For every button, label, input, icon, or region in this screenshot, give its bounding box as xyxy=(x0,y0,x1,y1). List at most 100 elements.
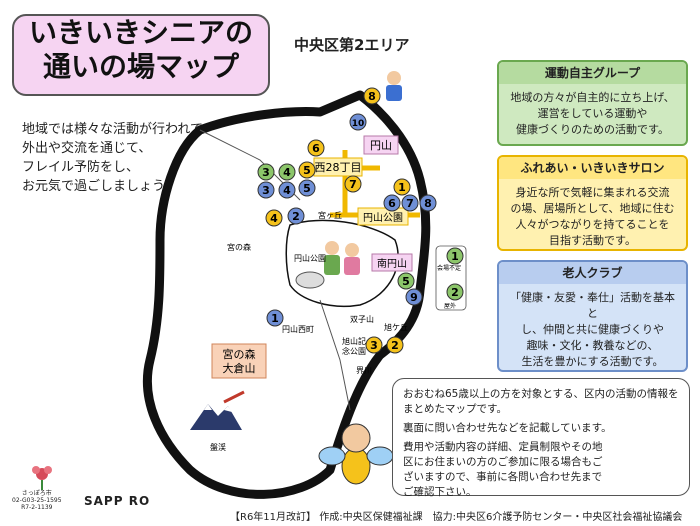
marker-number: 4 xyxy=(270,212,278,225)
city-flower-logo xyxy=(32,466,52,490)
marker-number: 6 xyxy=(388,197,396,210)
category-desc: 地域の方々が自主的に立ち上げ、 xyxy=(510,91,675,104)
marker-salon xyxy=(307,139,325,157)
marker-exercise xyxy=(397,272,415,290)
marker-salon xyxy=(386,336,404,354)
category-title: 運動自主グループ xyxy=(499,62,686,84)
category-desc: 身近な所で気軽に集まれる交流 xyxy=(515,186,670,199)
marker-club xyxy=(298,179,316,197)
category-title: ふれあい・いきいきサロン xyxy=(499,157,686,179)
place-futagoyama: 双子山 xyxy=(350,314,374,324)
category-desc: 健康づくりのための活動です。 xyxy=(516,123,669,136)
marker-number: 1 xyxy=(451,250,459,263)
marker-number: 10 xyxy=(352,119,365,129)
seal-icon xyxy=(295,271,325,289)
marker-number: 8 xyxy=(368,90,376,103)
place-asahiyama: 念公園 xyxy=(342,346,366,356)
marker-exercise xyxy=(257,163,275,181)
bee-mascot-icon xyxy=(318,423,394,485)
title-box: いきいきシニアの 通いの場マップ xyxy=(12,14,270,96)
category-desc: 目指す活動です。 xyxy=(549,234,636,247)
category-desc: 趣味・文化・教養などの、 xyxy=(526,339,659,352)
legend-side-box xyxy=(435,245,467,311)
contact-info: さっぽろ市 02-G03-25-1595 R7-2-1139 xyxy=(12,490,62,511)
footer-credits: 【R6年11月改訂】 作成:中央区保健福祉課 協力:中央区6介護予防センター・中… xyxy=(230,512,683,523)
place-sakaigawa: 界川 xyxy=(356,366,372,375)
marker-number: 2 xyxy=(391,339,399,352)
marker-number: 4 xyxy=(283,166,291,179)
contact-line: 02-G03-25-1595 xyxy=(12,497,62,504)
marker-exercise xyxy=(446,247,464,265)
minami-maruyama-box xyxy=(371,253,413,272)
marker-salon xyxy=(298,161,316,179)
marker-club xyxy=(401,194,419,212)
place-minami-maruyama: 南円山 xyxy=(377,257,407,270)
marker-number: 7 xyxy=(406,197,414,210)
marker-number: 3 xyxy=(370,339,378,352)
category-senior-club: 老人クラブ 「健康・友愛・奉仕」活動を基本と し、仲間と共に健康づくりや 趣味・… xyxy=(497,260,688,372)
person-icon xyxy=(386,71,402,101)
mountain-icon xyxy=(190,404,242,430)
marker-salon xyxy=(344,175,362,193)
notice-text: 費用や活動内容の詳細、定員制限やその地区にお住まいの方のご参加に限る場合もござい… xyxy=(403,441,603,498)
marker-number: 5 xyxy=(303,182,311,195)
category-desc: 人々がつながりを持てることを xyxy=(515,218,670,231)
place-maruyama-koen-station: 円山公園 xyxy=(363,212,403,224)
place-asahigaoka: 旭ケ丘 xyxy=(384,322,408,332)
ski-jumper-icon xyxy=(223,390,245,404)
marker-number: 8 xyxy=(424,197,432,210)
seniors-icon xyxy=(324,241,360,275)
district-outline xyxy=(142,90,431,499)
marker-number: 4 xyxy=(283,184,291,197)
maruyama-koen-station-box xyxy=(357,207,409,226)
marker-salon xyxy=(365,336,383,354)
marker-number: 7 xyxy=(349,178,357,191)
area-label: 中央区第2エリア xyxy=(294,36,410,54)
notice-text: 裏面に問い合わせ先などを記載しています。 xyxy=(403,422,612,434)
intro-line: フレイル予防をし、 xyxy=(22,160,140,175)
miyanomori-okurayama-box xyxy=(211,343,267,379)
marker-club xyxy=(287,207,305,225)
contact-line: さっぽろ市 xyxy=(21,490,52,497)
marker-number: 1 xyxy=(398,181,406,194)
marker-club xyxy=(419,194,437,212)
category-title: 老人クラブ xyxy=(499,262,686,284)
place-miyanomori-okurayama: 宮の森 xyxy=(223,347,256,361)
marker-salon xyxy=(265,209,283,227)
place-asahiyama: 旭山記 xyxy=(342,336,366,346)
marker-number: 5 xyxy=(402,275,410,288)
maruyama-box xyxy=(363,135,399,155)
category-desc: 運営をしている運動や xyxy=(537,107,648,120)
marker-number: 5 xyxy=(303,164,311,177)
marker-number: 1 xyxy=(271,312,279,325)
marker-club xyxy=(278,181,296,199)
category-desc: 「健康・友愛・奉仕」活動を基本と xyxy=(510,291,675,320)
marker-club xyxy=(349,113,367,131)
notice-text: おおむね65歳以上の方を対象とする、区内の活動の情報をまとめたマップです。 xyxy=(403,388,679,415)
place-bankei: 盤渓 xyxy=(210,442,226,452)
place-kaijo-fumei: 会場不定 xyxy=(437,264,461,272)
marker-club xyxy=(405,288,423,306)
place-miyagaoka: 宮ヶ丘 xyxy=(318,210,342,220)
category-exercise-group: 運動自主グループ 地域の方々が自主的に立ち上げ、 運営をしている運動や 健康づく… xyxy=(497,60,688,146)
title-line1: いきいきシニアの xyxy=(28,16,253,49)
marker-number: 6 xyxy=(312,142,320,155)
marker-club xyxy=(266,309,284,327)
place-miyanomori: 宮の森 xyxy=(227,242,251,252)
intro-line: 外出や交流を通じて、 xyxy=(22,141,152,156)
marker-number: 3 xyxy=(262,166,270,179)
category-desc: 生活を豊かにする活動です。 xyxy=(521,355,664,368)
place-maruyama: 円山 xyxy=(370,139,392,152)
place-miyanomori-okurayama: 大倉山 xyxy=(223,361,256,375)
marker-salon xyxy=(363,87,381,105)
intro-line: お元気で過ごしましょう！ xyxy=(22,179,179,194)
place-okugai: 屋外 xyxy=(444,302,456,310)
category-salon: ふれあい・いきいきサロン 身近な所で気軽に集まれる交流 の場、居場所として、地域… xyxy=(497,155,688,251)
marker-number: 2 xyxy=(451,286,459,299)
marker-salon xyxy=(393,178,411,196)
marker-number: 2 xyxy=(292,210,300,223)
notice-box: おおむね65歳以上の方を対象とする、区内の活動の情報をまとめたマップです。 裏面… xyxy=(392,378,690,498)
title-line2: 通いの場マップ xyxy=(42,50,239,83)
